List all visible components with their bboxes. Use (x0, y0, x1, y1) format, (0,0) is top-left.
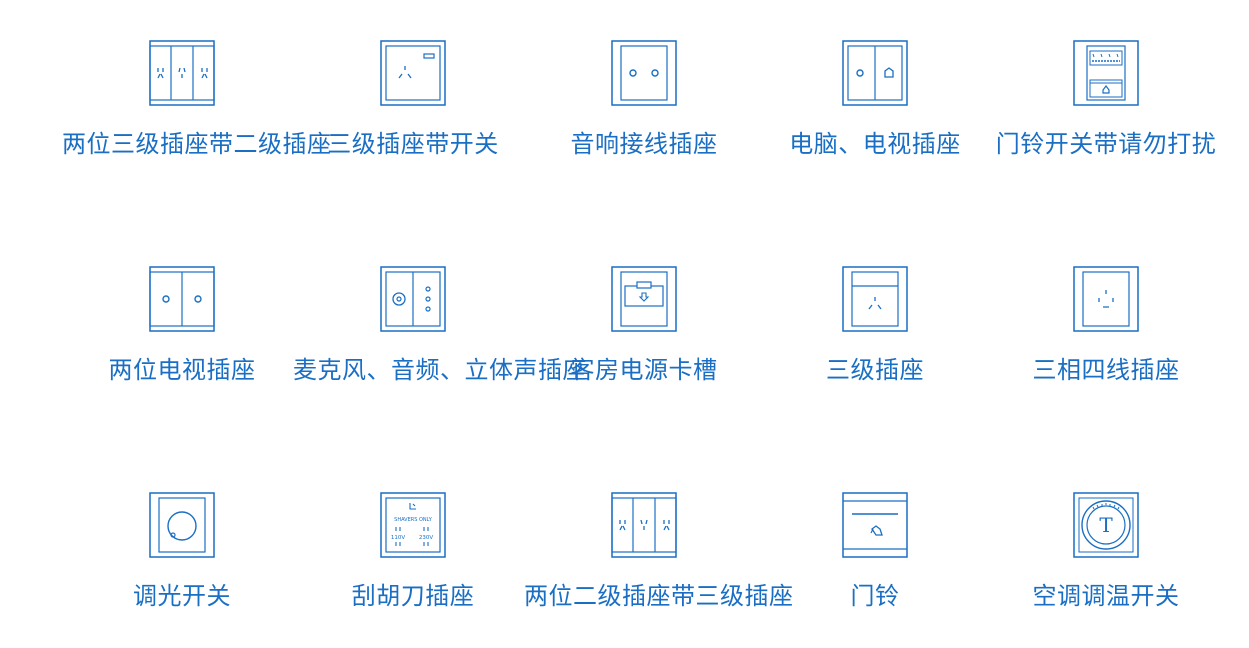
doorbell-icon (842, 492, 908, 558)
item-label: 音响接线插座 (570, 130, 718, 158)
item-mic-audio-stereo: 麦克风、音频、立体声插座 (293, 266, 587, 406)
speaker-wiring-socket-icon (611, 40, 677, 106)
shaver-top-text: SHAVERS ONLY (394, 517, 433, 523)
item-doorbell-switch-dnd: 门铃开关带请勿打扰 (986, 40, 1226, 180)
item-dimmer: 调光开关 (62, 492, 302, 632)
item-label: 三级插座带开关 (327, 130, 499, 158)
dimmer-switch-icon (149, 492, 215, 558)
shaver-socket-icon: SHAVERS ONLY 110V 230V (380, 492, 446, 558)
shaver-left-volt: 110V (391, 535, 405, 541)
item-speaker-wiring: 音响接线插座 (524, 40, 764, 180)
three-phase-four-wire-socket-icon (1073, 266, 1139, 332)
item-label: 麦克风、音频、立体声插座 (293, 356, 587, 384)
item-label: 刮胡刀插座 (351, 582, 475, 610)
computer-tv-socket-icon (842, 40, 908, 106)
item-dual-tv: 两位电视插座 (62, 266, 302, 406)
dual-two-pin-with-three-pin-socket-icon (611, 492, 677, 558)
item-label: 电脑、电视插座 (789, 130, 961, 158)
ac-thermostat-switch-icon: T (1073, 492, 1139, 558)
item-label: 两位三级插座带二级插座 (62, 130, 332, 158)
three-pin-socket-with-switch-icon (380, 40, 446, 106)
item-label: 三相四线插座 (1032, 356, 1180, 384)
dual-tv-socket-icon (149, 266, 215, 332)
item-label: 调光开关 (133, 582, 231, 610)
item-ac-thermostat: T 空调调温开关 (986, 492, 1226, 632)
item-label: 空调调温开关 (1032, 582, 1180, 610)
item-label: 门铃 (850, 582, 900, 610)
item-shaver: SHAVERS ONLY 110V 230V 刮胡刀插座 (293, 492, 533, 632)
item-doorbell: 门铃 (755, 492, 995, 632)
item-label: 两位二级插座带三级插座 (524, 582, 794, 610)
room-power-card-slot-icon (611, 266, 677, 332)
doorbell-switch-do-not-disturb-icon (1073, 40, 1139, 106)
item-label: 三级插座 (826, 356, 924, 384)
item-dual-three-pin-with-two-pin: 两位三级插座带二级插座 (62, 40, 332, 180)
item-three-pin-with-switch: 三级插座带开关 (293, 40, 533, 180)
three-pin-socket-icon (842, 266, 908, 332)
microphone-audio-stereo-socket-icon (380, 266, 446, 332)
dual-three-pin-with-two-pin-socket-icon (149, 40, 215, 106)
item-computer-tv: 电脑、电视插座 (755, 40, 995, 180)
item-label: 门铃开关带请勿打扰 (995, 130, 1217, 158)
item-dual-two-pin-with-three-pin: 两位二级插座带三级插座 (524, 492, 794, 632)
item-label: 客房电源卡槽 (570, 356, 718, 384)
thermostat-glyph: T (1099, 513, 1113, 537)
item-three-phase-four-wire: 三相四线插座 (986, 266, 1226, 406)
item-room-card-slot: 客房电源卡槽 (524, 266, 764, 406)
item-label: 两位电视插座 (108, 356, 256, 384)
shaver-right-volt: 230V (419, 535, 433, 541)
item-three-pin: 三级插座 (755, 266, 995, 406)
